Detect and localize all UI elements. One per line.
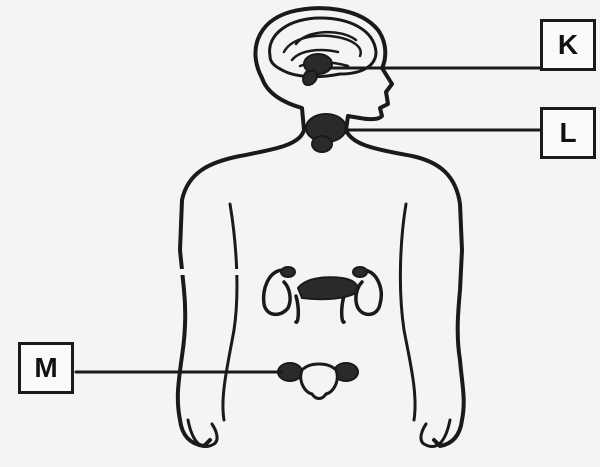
head-back: [262, 78, 304, 130]
label-l-text: L: [559, 117, 576, 149]
adrenal-left: [281, 267, 295, 277]
pancreas: [298, 277, 358, 299]
torso-outline: [178, 130, 304, 446]
label-k-text: K: [558, 29, 578, 61]
label-box-k: K: [540, 19, 596, 71]
adrenal-right: [353, 267, 367, 277]
label-box-m: M: [18, 342, 74, 394]
label-box-l: L: [540, 107, 596, 159]
label-m-text: M: [34, 352, 57, 384]
uterus: [301, 364, 338, 399]
